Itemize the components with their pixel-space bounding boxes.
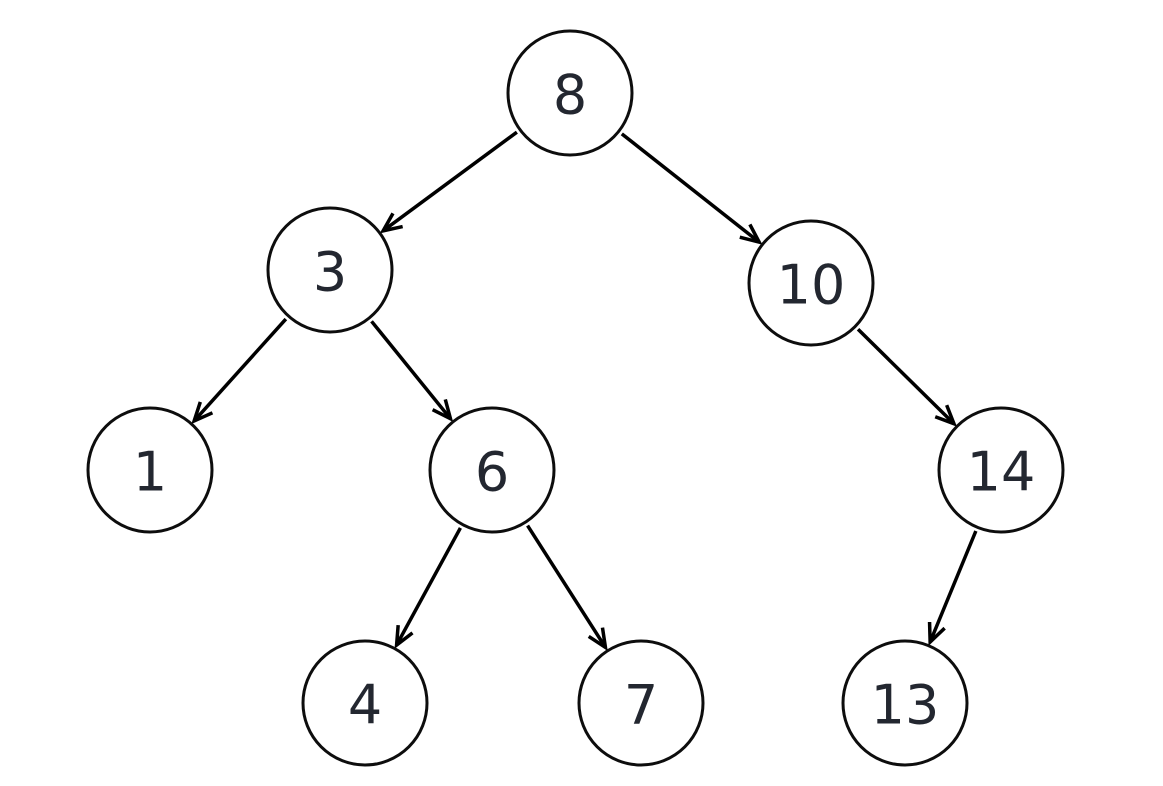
edge-line <box>620 132 761 244</box>
tree-node-3[interactable]: 3 <box>266 206 394 334</box>
node-label: 14 <box>967 441 1036 504</box>
tree-edge <box>394 527 462 649</box>
node-circle[interactable] <box>301 639 429 767</box>
tree-node-8[interactable]: 8 <box>506 29 634 157</box>
node-circle[interactable] <box>266 206 394 334</box>
node-circle[interactable] <box>841 639 969 767</box>
edge-layer <box>191 130 978 652</box>
node-circle[interactable] <box>577 639 705 767</box>
tree-edge <box>856 328 958 427</box>
edge-line <box>526 524 607 649</box>
tree-edge <box>526 524 608 652</box>
arrow-head-icon <box>394 624 414 649</box>
tree-edge <box>370 320 454 423</box>
tree-node-6[interactable]: 6 <box>428 406 556 534</box>
arrow-head-icon <box>379 212 404 234</box>
tree-node-13[interactable]: 13 <box>841 639 969 767</box>
node-label: 8 <box>553 64 587 127</box>
tree-node-14[interactable]: 14 <box>937 406 1065 534</box>
node-label: 6 <box>475 441 509 504</box>
edge-line <box>370 320 452 420</box>
edge-line <box>192 317 288 423</box>
node-label: 3 <box>313 241 347 304</box>
node-layer: 8 3 10 1 6 14 4 7 13 <box>86 29 1065 767</box>
tree-edge <box>191 317 288 425</box>
node-label: 1 <box>133 441 167 504</box>
tree-node-4[interactable]: 4 <box>301 639 429 767</box>
arrow-head-icon <box>934 404 958 427</box>
arrow-head-icon <box>927 621 946 646</box>
tree-node-10[interactable]: 10 <box>747 219 875 347</box>
node-circle[interactable] <box>747 219 875 347</box>
arrow-head-icon <box>191 401 214 425</box>
tree-edge <box>379 130 518 234</box>
node-circle[interactable] <box>86 406 214 534</box>
edge-line <box>382 130 518 233</box>
tree-edge <box>927 530 978 646</box>
edge-line <box>928 530 978 643</box>
node-label: 10 <box>777 254 846 317</box>
edge-line <box>856 328 956 425</box>
tree-edge <box>620 132 763 245</box>
node-circle[interactable] <box>506 29 634 157</box>
node-circle[interactable] <box>428 406 556 534</box>
tree-node-1[interactable]: 1 <box>86 406 214 534</box>
node-label: 4 <box>348 674 382 737</box>
arrow-head-icon <box>739 223 763 245</box>
edge-line <box>395 527 462 646</box>
arrow-head-icon <box>587 627 608 652</box>
tree-node-7[interactable]: 7 <box>577 639 705 767</box>
node-circle[interactable] <box>937 406 1065 534</box>
node-label: 13 <box>871 674 940 737</box>
arrow-head-icon <box>431 398 454 423</box>
node-label: 7 <box>624 674 658 737</box>
